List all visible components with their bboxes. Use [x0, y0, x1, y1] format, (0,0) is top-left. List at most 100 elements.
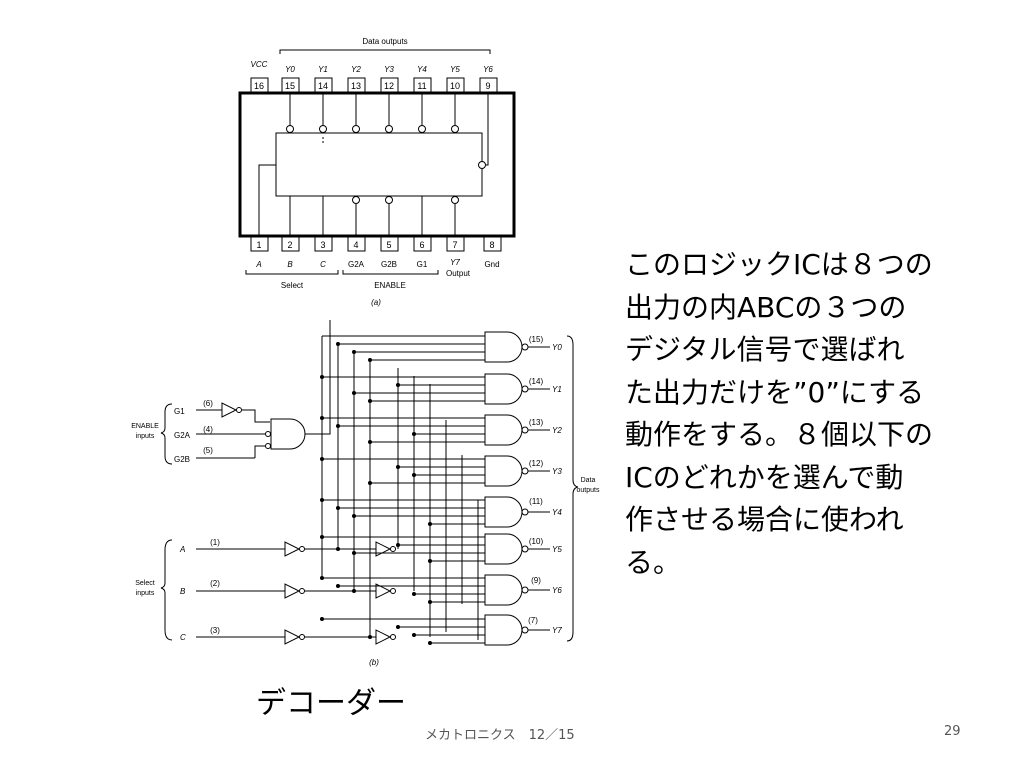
- top-pin-name: Y1: [318, 65, 328, 74]
- nand-gate-y5: (10) Y5: [484, 533, 562, 565]
- pin-y4: Y4 11: [413, 65, 432, 93]
- bottom-pin-number: 4: [353, 240, 358, 250]
- enable-inputs-label-line1: ENABLE: [131, 423, 159, 430]
- explanation-line: このロジックICは８つの: [625, 248, 933, 281]
- pin-y2: Y2 13: [347, 65, 366, 93]
- pin-g1: 6 G1: [413, 236, 432, 269]
- bottom-pins: 1 A 2 B 3 C 4 G2A 5 G2B: [250, 236, 502, 278]
- top-pin-number: 12: [384, 81, 394, 91]
- top-pins: VCC 16 Y0 15 Y1 14 Y2 13 Y3: [250, 60, 498, 93]
- select-inputs-label-line2: inputs: [136, 590, 155, 597]
- select-inputs-label-line1: Select: [135, 580, 155, 587]
- top-pin-name: Y6: [483, 65, 493, 74]
- select-pin-name: A: [179, 545, 185, 554]
- pin-y1: Y1 14: [314, 65, 333, 93]
- data-outputs-label-line2: outputs: [577, 487, 600, 494]
- output-pin-number: (13): [529, 418, 544, 427]
- figure-a-caption: (a): [371, 298, 381, 307]
- pin-y7: 7 Y7 Output: [446, 236, 471, 278]
- explanation-line: 動作をする。８個以下の: [625, 418, 934, 451]
- top-output-lines: [286, 94, 489, 169]
- bottom-pin-name: C: [320, 260, 326, 269]
- bottom-pin-name: G2B: [381, 260, 397, 269]
- data-outputs-brace: [566, 335, 579, 642]
- output-gates: (15) Y0 (14) Y1 (13) Y2 (12): [484, 331, 562, 646]
- explanation-line: た出力だけを”0”にする: [625, 375, 925, 409]
- data-outputs-label-line1: Data: [581, 477, 596, 484]
- enable-pin-name: G2A: [174, 431, 191, 440]
- slide-title: デコーダー: [256, 686, 406, 721]
- select-pin-number: (3): [210, 626, 220, 635]
- bottom-pin-name: G2A: [348, 260, 365, 269]
- output-pin-number: (12): [529, 459, 544, 468]
- select-label: Select: [281, 281, 304, 290]
- pin-g2b: 5 G2B: [380, 236, 399, 269]
- bottom-pin-name: Gnd: [484, 260, 499, 269]
- enable-pin-number: (5): [203, 446, 213, 455]
- pin-y6: Y6 9: [479, 65, 498, 93]
- select-inputs-brace: [160, 539, 173, 641]
- select-pin-number: (1): [210, 538, 220, 547]
- nand-gate-y7: (7) Y7: [484, 614, 562, 646]
- enable-pin-number: (6): [203, 399, 213, 408]
- select-inputs-group: Select inputs A (1) B (2) C (3): [135, 538, 220, 642]
- top-pin-number: 9: [485, 81, 490, 91]
- bottom-pin-number: 8: [489, 240, 494, 250]
- bottom-pin-name: G1: [417, 260, 428, 269]
- select-pin-name: B: [180, 587, 186, 596]
- explanation-line: ICのどれかを選んで動: [625, 460, 904, 494]
- output-name: Y6: [552, 586, 562, 595]
- pin-y5: Y5 10: [446, 65, 465, 93]
- pin-g2a: 4 G2A: [347, 236, 366, 269]
- bottom-pin-number: 1: [256, 240, 261, 250]
- explanation-text: このロジックICは８つの 出力の内ABCの３つの デジタル信号で選ばれ た出力だ…: [625, 244, 975, 584]
- top-pin-name: Y5: [450, 65, 460, 74]
- enable-inputs-group: ENABLE inputs G1 (6) G2A (4) G2B (5): [131, 399, 213, 465]
- nand-gate-y1: (14) Y1: [484, 373, 562, 405]
- top-pin-number: 10: [450, 81, 460, 91]
- top-pin-number: 16: [254, 81, 264, 91]
- top-pin-name: Y0: [285, 65, 295, 74]
- pin-y0: Y0 15: [281, 65, 300, 93]
- pin-y3: Y3 12: [380, 65, 399, 93]
- data-outputs-label: Data outputs: [362, 37, 407, 46]
- data-outputs-bracket: [279, 49, 491, 54]
- output-name: Y1: [552, 385, 562, 394]
- bottom-pin-number: 2: [287, 240, 292, 250]
- junction-dots: [320, 342, 432, 645]
- output-name: Y5: [552, 545, 562, 554]
- select-logic: [196, 541, 396, 645]
- pin-a: 1 A: [250, 236, 269, 269]
- bottom-input-lines: [258, 164, 459, 236]
- output-pin-number: (11): [529, 497, 543, 506]
- top-pin-name: VCC: [251, 60, 268, 69]
- output-pin-number: (15): [529, 335, 544, 344]
- top-pin-number: 13: [351, 81, 361, 91]
- pin-gnd: 8 Gnd: [483, 236, 502, 269]
- enable-bracket: [342, 270, 439, 275]
- enable-logic: [196, 320, 331, 459]
- top-pin-number: 11: [417, 81, 426, 91]
- pin-c: 3 C: [314, 236, 333, 269]
- output-pin-number: (10): [529, 537, 544, 546]
- top-pin-name: Y3: [384, 65, 394, 74]
- explanation-line: る。: [625, 545, 682, 579]
- top-pin-number: 14: [318, 81, 328, 91]
- explanation-line: 出力の内ABCの３つの: [625, 290, 907, 324]
- enable-label: ENABLE: [374, 281, 406, 290]
- ic-body: [238, 91, 516, 238]
- select-pin-name: C: [180, 633, 186, 642]
- enable-inputs-brace: [160, 403, 173, 465]
- output-pin-number: (7): [528, 616, 538, 625]
- footer-text: メカトロニクス 12／15: [425, 728, 575, 743]
- enable-pin-number: (4): [203, 425, 213, 434]
- bottom-pin-number: 5: [386, 240, 391, 250]
- nand-gate-y3: (12) Y3: [484, 455, 562, 487]
- bottom-pin-number: 3: [320, 240, 325, 250]
- y7-output-label: Output: [446, 269, 471, 278]
- output-pin-number: (9): [531, 576, 541, 585]
- top-pin-name: Y4: [417, 65, 427, 74]
- explanation-line: デジタル信号で選ばれ: [625, 333, 905, 366]
